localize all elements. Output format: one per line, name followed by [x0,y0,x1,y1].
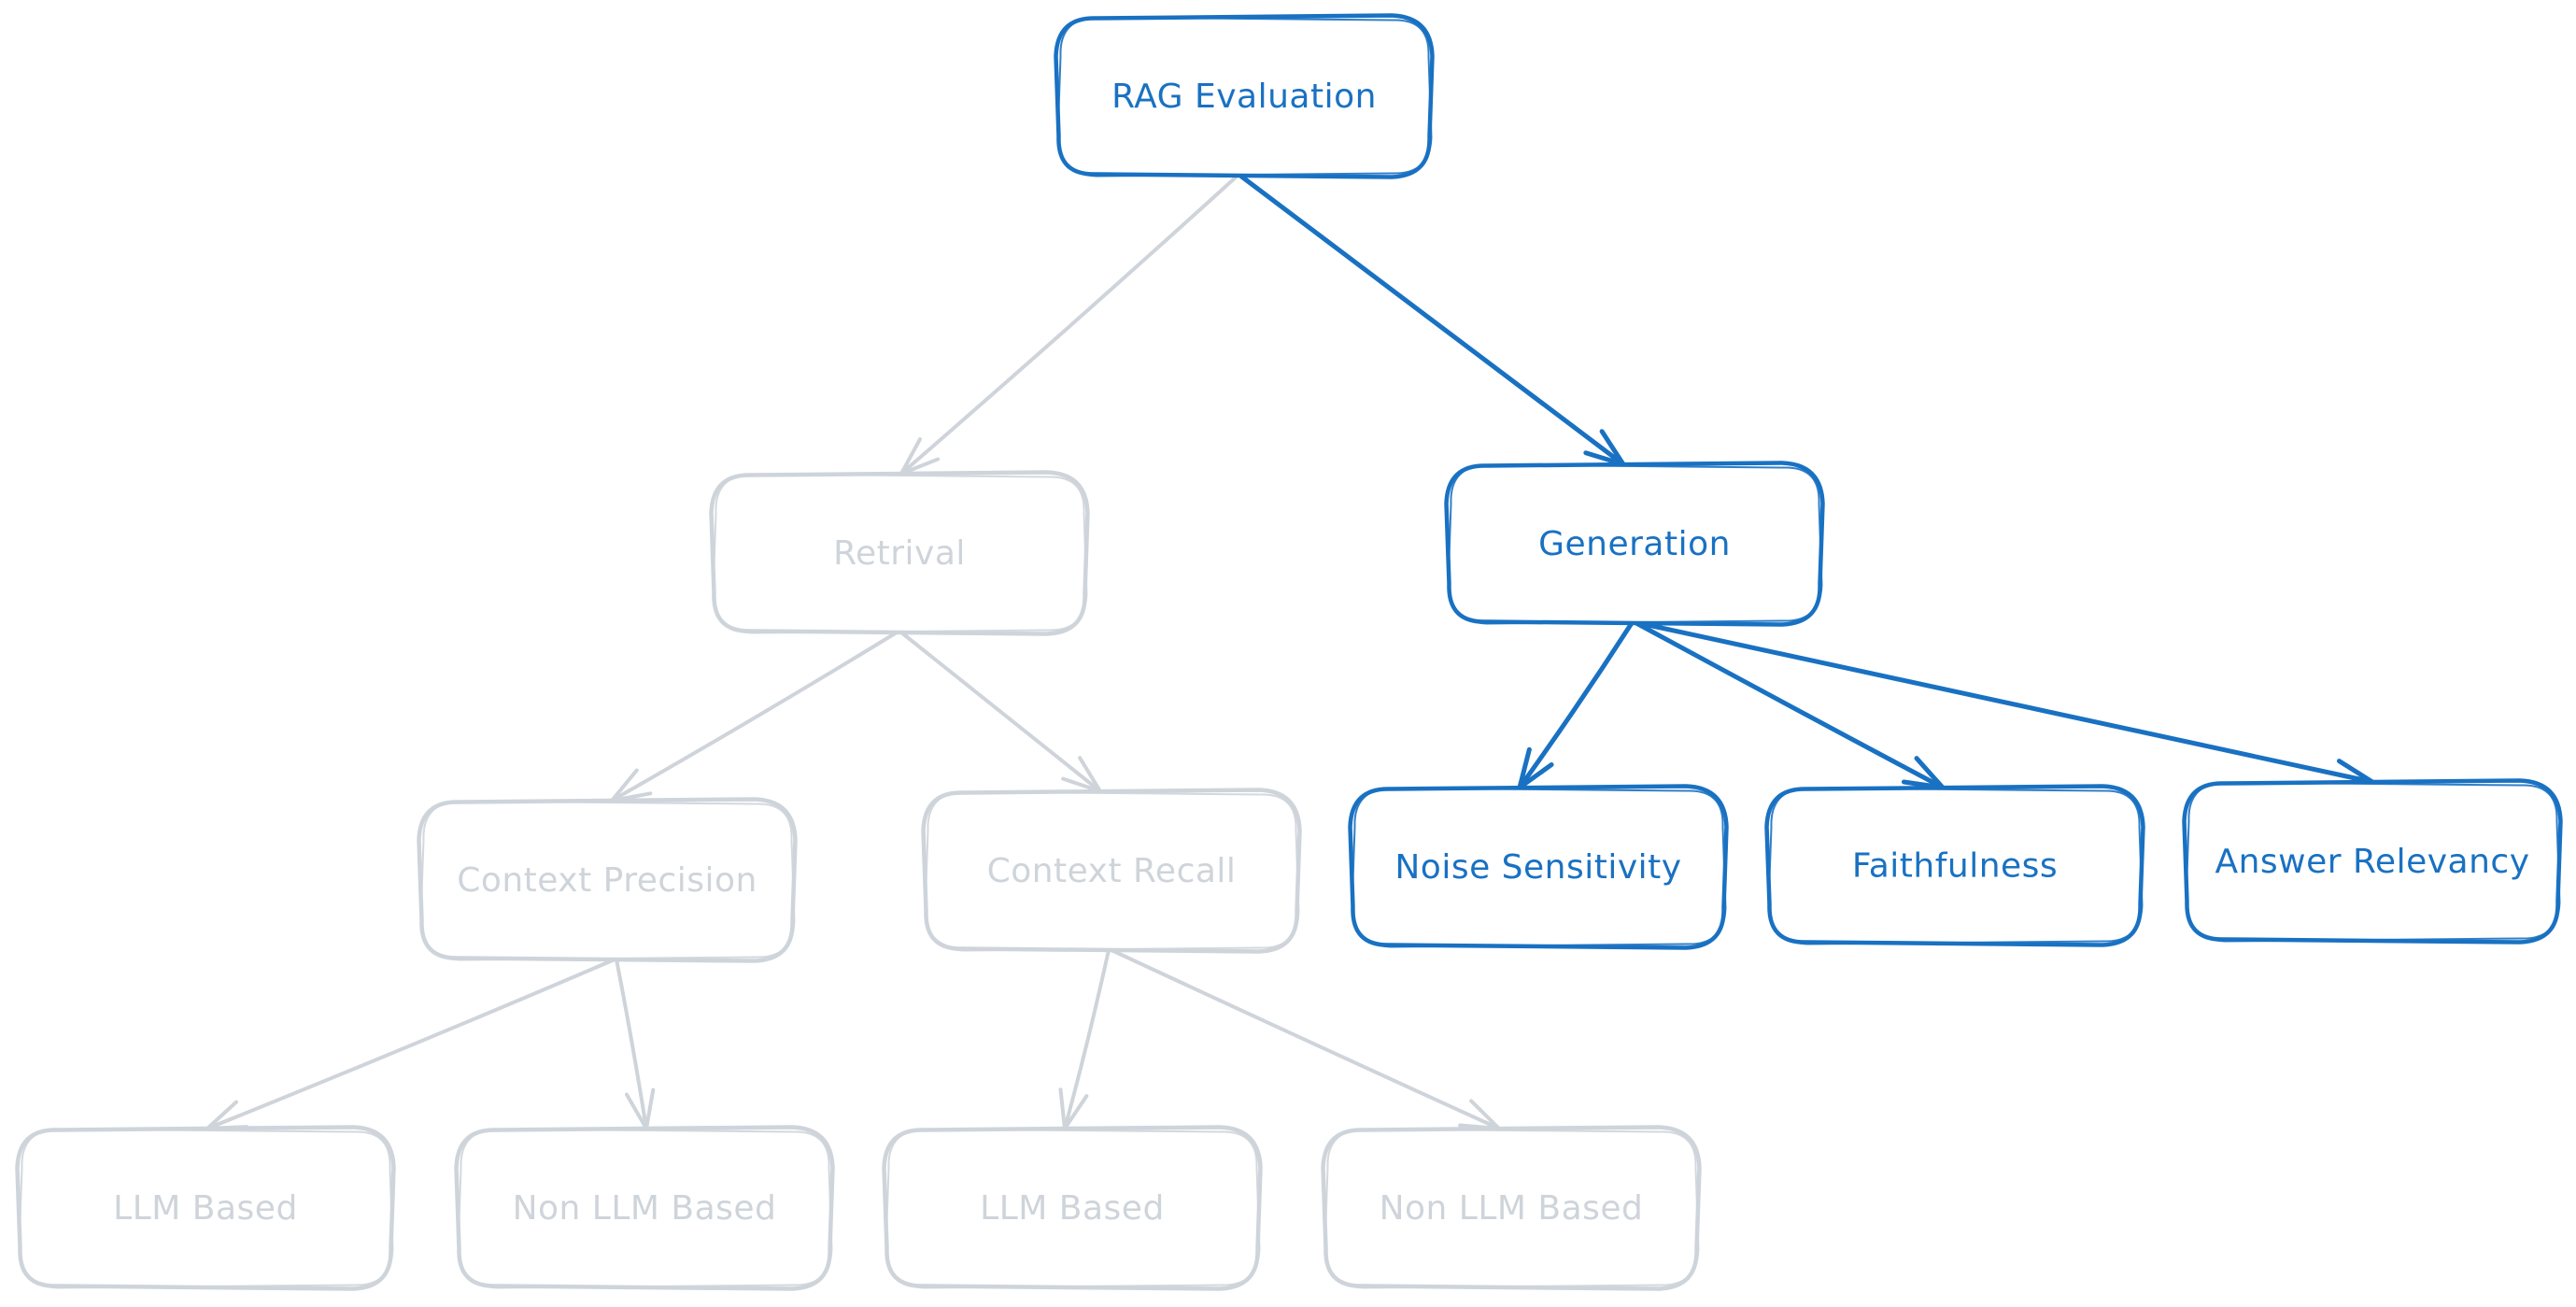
node-label: Non LLM Based [1380,1189,1644,1228]
node-box-sketch [1323,1128,1700,1289]
node-box-sketch [18,1128,394,1289]
node-box [15,1125,396,1291]
node-box [921,788,1302,954]
edge-rag-evaluation-to-retrival [899,174,1239,476]
edge-rag-evaluation-to-generation [1238,173,1626,467]
node-label: RAG Evaluation [1111,78,1377,116]
node-label: Generation [1538,525,1731,563]
node-label: Context Precision [457,861,757,900]
edge-generation-to-faithfulness [1634,620,1946,790]
node-context-precision[interactable]: Context Precision [417,797,798,963]
node-precision-non-llm-based[interactable]: Non LLM Based [454,1125,835,1291]
arrowhead-icon [610,768,653,803]
node-answer-relevancy[interactable]: Answer Relevancy [2182,778,2563,945]
node-box-sketch [1447,463,1823,625]
node-label: LLM Based [980,1189,1165,1228]
node-box [1054,13,1435,179]
node-label: Answer Relevancy [2215,843,2529,881]
connector-line [1517,620,1635,790]
node-label: Context Recall [987,852,1237,890]
edge-generation-to-noise-sensitivity [1517,620,1635,790]
node-box [1348,784,1729,950]
node-label: Faithfulness [1852,847,2058,886]
connector-line [1063,948,1111,1130]
connector-line [899,174,1239,476]
node-retrival[interactable]: Retrival [709,470,1090,636]
node-precision-llm-based[interactable]: LLM Based [15,1125,396,1291]
node-faithfulness[interactable]: Faithfulness [1764,784,2145,947]
node-box-sketch [419,800,796,961]
node-rag-evaluation[interactable]: RAG Evaluation [1054,13,1435,179]
edge-retrival-to-context-precision [610,631,899,803]
node-box-sketch [1351,787,1727,948]
node-box-sketch [2185,781,2561,943]
node-box [1321,1125,1702,1291]
edge-context-recall-to-recall-llm-based [1058,948,1111,1130]
edge-context-precision-to-precision-llm-based [205,958,616,1130]
edge-retrival-to-context-recall [899,631,1102,793]
node-label: Retrival [833,534,966,573]
node-generation[interactable]: Generation [1444,461,1825,627]
edge-context-precision-to-precision-non-llm-based [615,958,656,1130]
node-box-sketch [712,473,1088,634]
node-box [454,1125,835,1291]
node-box [417,797,798,963]
connector-line [1238,173,1626,467]
connector-line [1634,620,1946,790]
node-box-sketch [924,790,1300,952]
node-label: Noise Sensitivity [1394,848,1681,887]
connector-line [205,958,616,1130]
connector-line [1110,948,1501,1130]
node-box-sketch [885,1128,1261,1289]
node-box [709,470,1090,636]
node-box-sketch [1056,16,1433,178]
connector-line [1636,620,2375,785]
node-box-sketch [1767,787,2144,945]
node-label: LLM Based [113,1189,298,1228]
edge-generation-to-answer-relevancy [1636,620,2375,790]
node-recall-non-llm-based[interactable]: Non LLM Based [1321,1125,1702,1291]
connector-line [610,631,899,803]
node-recall-llm-based[interactable]: LLM Based [882,1125,1263,1291]
node-box-sketch [457,1128,833,1289]
connector-line [899,631,1102,793]
edge-context-recall-to-recall-non-llm-based [1110,948,1501,1130]
node-box [882,1125,1263,1291]
node-noise-sensitivity[interactable]: Noise Sensitivity [1348,784,1729,950]
node-label: Non LLM Based [513,1189,777,1228]
edges-layer [205,173,2375,1130]
node-context-recall[interactable]: Context Recall [921,788,1302,954]
node-box [1764,784,2145,947]
node-box [1444,461,1825,627]
connector-line [615,958,648,1130]
node-box [2182,778,2563,945]
arrowhead-icon [1901,756,1946,790]
